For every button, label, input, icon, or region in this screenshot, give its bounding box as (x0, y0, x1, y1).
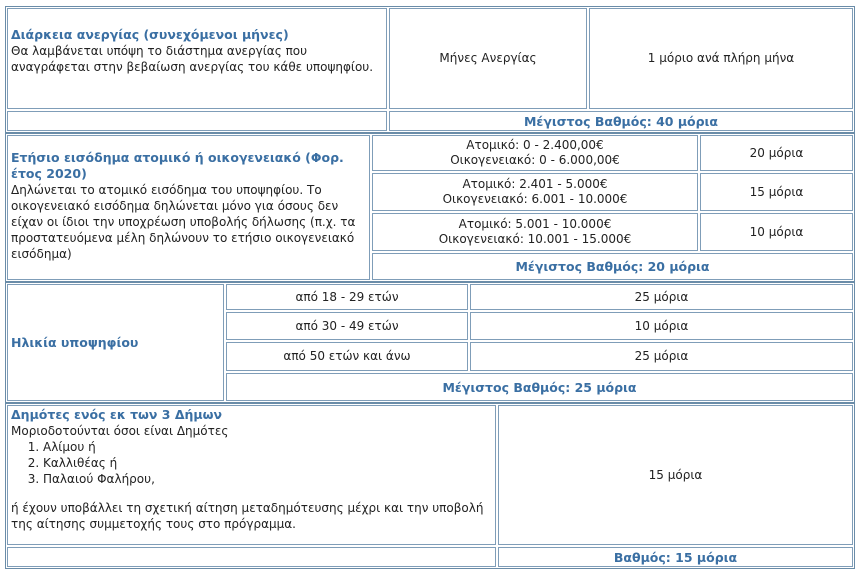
residents-points: 15 μόρια (498, 405, 853, 545)
municipality-item: Καλλιθέας ή (43, 455, 492, 471)
municipality-item: Παλαιού Φαλήρου, (43, 471, 492, 487)
age-row-2-points: 10 μόρια (470, 312, 853, 340)
income-row-2-points: 15 μόρια (700, 173, 853, 211)
unemployment-title: Διάρκεια ανεργίας (συνεχόμενοι μήνες) (11, 27, 289, 42)
income-row-1-range: Ατομικό: 0 - 2.400,00€ Οικογενειακό: 0 -… (372, 135, 698, 171)
income-title: Ετήσιο εισόδημα ατομικό ή οικογενειακό (… (11, 150, 344, 181)
age-title: Ηλικία υποψηφίου (11, 334, 139, 350)
income-row-3-range: Ατομικό: 5.001 - 10.000€ Οικογενειακό: 1… (372, 213, 698, 251)
age-row-1-range: από 18 - 29 ετών (226, 284, 468, 310)
age-row-3-range: από 50 ετών και άνω (226, 342, 468, 371)
income-row-2-family: Οικογενειακό: 6.001 - 10.000€ (442, 192, 628, 206)
residents-title: Δημότες ενός εκ των 3 Δήμων (11, 407, 222, 422)
residents-max-score: Βαθμός: 15 μόρια (498, 547, 853, 567)
income-row-3-points: 10 μόρια (700, 213, 853, 251)
age-row-2-range: από 30 - 49 ετών (226, 312, 468, 340)
unemployment-points: 1 μόριο ανά πλήρη μήνα (589, 8, 853, 109)
residents-intro: Μοριοδοτούνται όσοι είναι Δημότες (11, 424, 229, 438)
income-description-cell: Ετήσιο εισόδημα ατομικό ή οικογενειακό (… (7, 135, 370, 280)
age-title-cell: Ηλικία υποψηφίου (7, 284, 224, 401)
unemployment-max-score: Μέγιστος Βαθμός: 40 μόρια (389, 111, 853, 131)
age-row-3-points: 25 μόρια (470, 342, 853, 371)
residents-description-cell: Δημότες ενός εκ των 3 Δήμων Μοριοδοτούντ… (7, 405, 496, 545)
unemployment-criterion: Μήνες Ανεργίας (389, 8, 587, 109)
income-row-1-family: Οικογενειακό: 0 - 6.000,00€ (450, 153, 620, 167)
age-row-1-points: 25 μόρια (470, 284, 853, 310)
income-row-3-family: Οικογενειακό: 10.001 - 15.000€ (438, 232, 632, 246)
income-row-1-points: 20 μόρια (700, 135, 853, 171)
income-description: Δηλώνεται το ατομικό εισόδημα του υποψηφ… (11, 183, 356, 261)
income-row-1-personal: Ατομικό: 0 - 2.400,00€ (466, 138, 604, 152)
residents-empty-cell (7, 547, 496, 567)
age-max-score: Μέγιστος Βαθμός: 25 μόρια (226, 373, 853, 401)
income-row-2-range: Ατομικό: 2.401 - 5.000€ Οικογενειακό: 6.… (372, 173, 698, 211)
municipality-list: Αλίμου ή Καλλιθέας ή Παλαιού Φαλήρου, (11, 439, 492, 487)
unemployment-description: Θα λαμβάνεται υπόψη το διάστημα ανεργίας… (11, 44, 374, 74)
unemployment-description-cell: Διάρκεια ανεργίας (συνεχόμενοι μήνες) Θα… (7, 8, 387, 109)
income-row-2-personal: Ατομικό: 2.401 - 5.000€ (462, 177, 608, 191)
unemployment-empty-cell (7, 111, 387, 131)
income-row-3-personal: Ατομικό: 5.001 - 10.000€ (458, 217, 612, 231)
income-max-score: Μέγιστος Βαθμός: 20 μόρια (372, 253, 853, 280)
residents-outro: ή έχουν υποβάλλει τη σχετική αίτηση μετα… (11, 501, 484, 531)
municipality-item: Αλίμου ή (43, 439, 492, 455)
